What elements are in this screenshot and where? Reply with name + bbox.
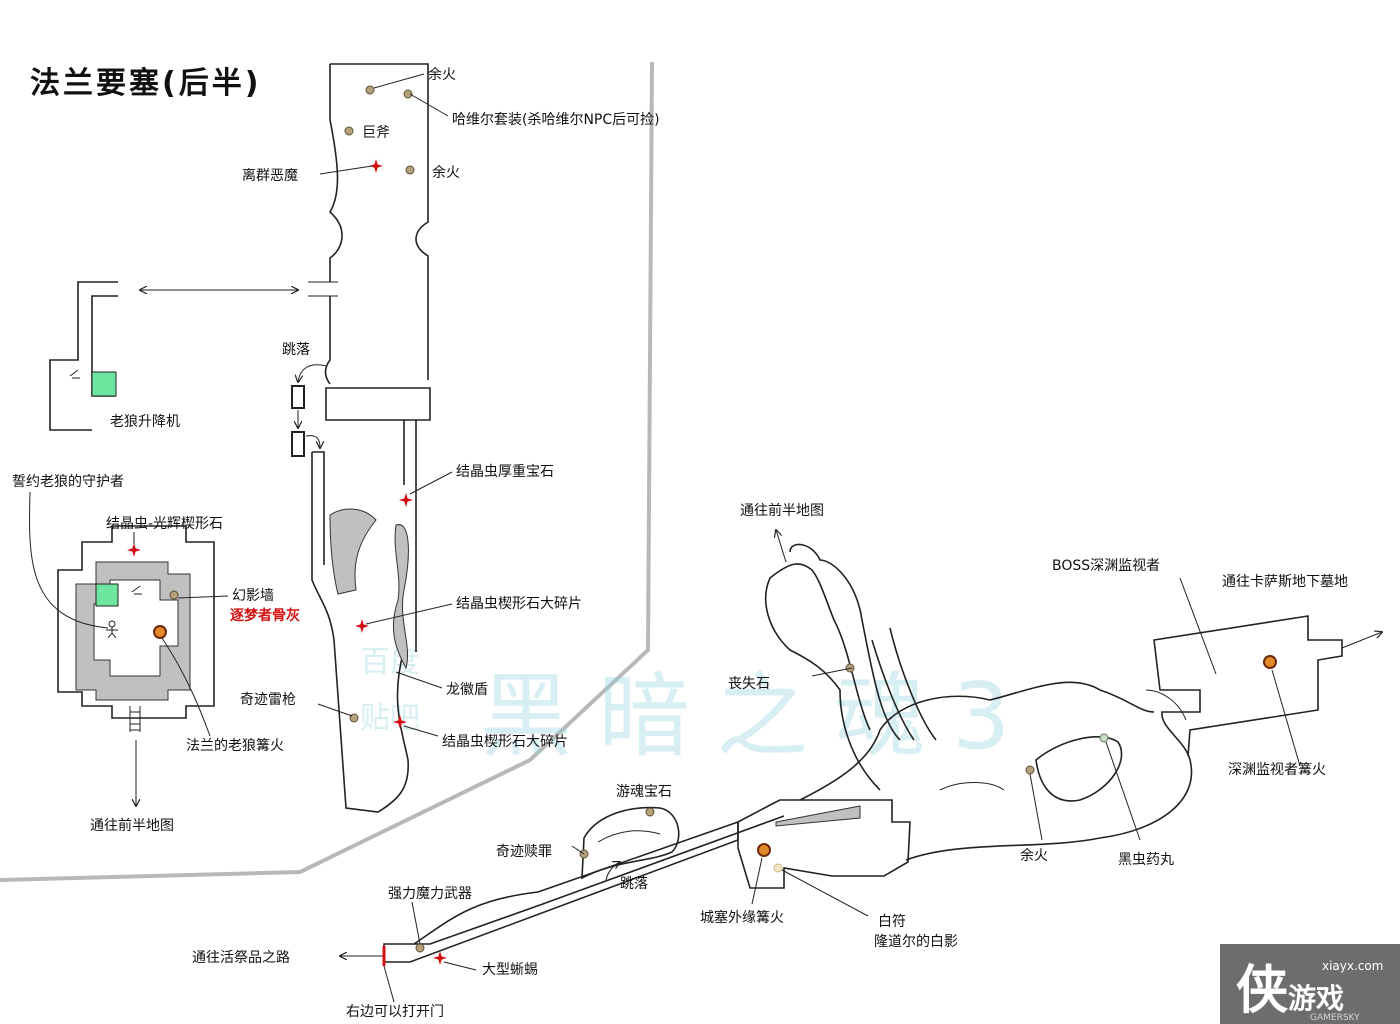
- label-to-catacombs: 通往卡萨斯地下墓地: [1222, 574, 1348, 590]
- labels: 余火 哈维尔套装(杀哈维尔NPC后可捡) 巨斧 离群恶魔 余火 跳落 老狼升降机…: [12, 66, 1348, 1020]
- marker-crystal-heavy-gem: [399, 493, 413, 507]
- label-ember-top: 余火: [428, 66, 456, 83]
- label-jump-down-bottom: 跳落: [620, 876, 648, 892]
- label-lightning-spear: 奇迹雷枪: [240, 691, 296, 708]
- marker-crystal-large-1: [355, 619, 369, 633]
- markers: [344, 85, 1277, 965]
- marker-heavy-magic-weapon: [415, 943, 425, 953]
- label-outrider-knight: 离群恶魔: [242, 167, 298, 184]
- label-dragon-crest-shield: 龙徽盾: [446, 682, 488, 698]
- marker-ember-right: [1025, 765, 1035, 775]
- logo-main: 侠游戏: [1236, 961, 1344, 1021]
- label-guardian: 誓约老狼的守护者: [12, 474, 124, 490]
- label-soul-stray-gem: 游魂宝石: [616, 784, 672, 800]
- lift-room: [49, 281, 118, 431]
- label-to-sacrifice-road: 通往活祭品之路: [192, 950, 290, 966]
- marker-keep-ruins-bonfire: [757, 843, 771, 857]
- label-ember-mid: 余火: [432, 164, 460, 181]
- label-miracle-sin: 奇迹赎罪: [496, 843, 552, 860]
- upper-corridor: [291, 63, 431, 813]
- marker-great-axe: [344, 126, 354, 136]
- label-crystal-heavy-gem: 结晶虫厚重宝石: [456, 464, 554, 480]
- leader-lines: [28, 73, 1301, 1003]
- label-havel-set: 哈维尔套装(杀哈维尔NPC后可捡): [452, 111, 660, 128]
- shrine-elevator: [95, 583, 119, 607]
- label-white-sign-name: 隆道尔的白影: [874, 934, 958, 950]
- logo-sub: GAMERSKY: [1310, 1013, 1360, 1023]
- label-crystal-large-2: 结晶虫楔形石大碎片: [442, 734, 568, 750]
- rubble-right: [392, 524, 409, 670]
- marker-watchers-bonfire: [1263, 655, 1277, 669]
- label-heavy-magic-weapon: 强力魔力武器: [388, 886, 472, 902]
- marker-black-bug-pellet: [1099, 733, 1109, 743]
- elevator-platform: [91, 371, 117, 397]
- marker-ember-mid: [405, 165, 415, 175]
- label-boss-watchers: BOSS深渊监视者: [1052, 558, 1160, 574]
- label-lost-stone: 丧失石: [728, 676, 770, 692]
- label-to-first-half-left: 通往前半地图: [90, 817, 174, 834]
- watermark-baidu: 百度: [360, 645, 420, 680]
- map-title: 法兰要塞(后半): [30, 66, 261, 101]
- label-old-wolf-lift: 老狼升降机: [110, 414, 180, 430]
- label-white-sign: 白符: [878, 914, 906, 930]
- label-crystal-large-1: 结晶虫楔形石大碎片: [456, 596, 582, 612]
- label-dreamchaser-ashes: 逐梦者骨灰: [230, 607, 300, 624]
- label-to-first-half-right: 通往前半地图: [740, 502, 824, 519]
- label-jump-down-top: 跳落: [282, 342, 310, 358]
- section-divider: [0, 61, 654, 882]
- marker-ember-top: [365, 85, 375, 95]
- logo-site: xiayx.com: [1322, 959, 1383, 973]
- label-giant-lizard: 大型蜥蜴: [482, 962, 538, 978]
- marker-havel-set: [403, 89, 413, 99]
- label-door-note: 右边可以打开门: [346, 1003, 444, 1020]
- label-ember-right: 余火: [1020, 847, 1048, 864]
- label-old-wolf-bonfire: 法兰的老狼篝火: [186, 738, 284, 754]
- watermark-tieba: 贴吧: [360, 701, 420, 736]
- label-illusory-wall: 幻影墙: [232, 588, 274, 604]
- marker-soul-stray-gem: [645, 807, 655, 817]
- label-great-axe: 巨斧: [362, 125, 390, 141]
- marker-white-sign: [773, 863, 783, 873]
- label-black-bug-pellet: 黑虫药丸: [1118, 852, 1174, 868]
- label-watchers-bonfire: 深渊监视者篝火: [1228, 762, 1326, 778]
- label-keep-ruins-bonfire: 城塞外缘篝火: [700, 909, 784, 926]
- label-crystal-twinkling: 结晶虫-光辉楔形石: [106, 516, 223, 532]
- site-logo: 侠游戏 xiayx.com GAMERSKY: [1220, 944, 1400, 1024]
- rubble-left: [329, 508, 377, 595]
- wolf-shrine: [57, 525, 215, 806]
